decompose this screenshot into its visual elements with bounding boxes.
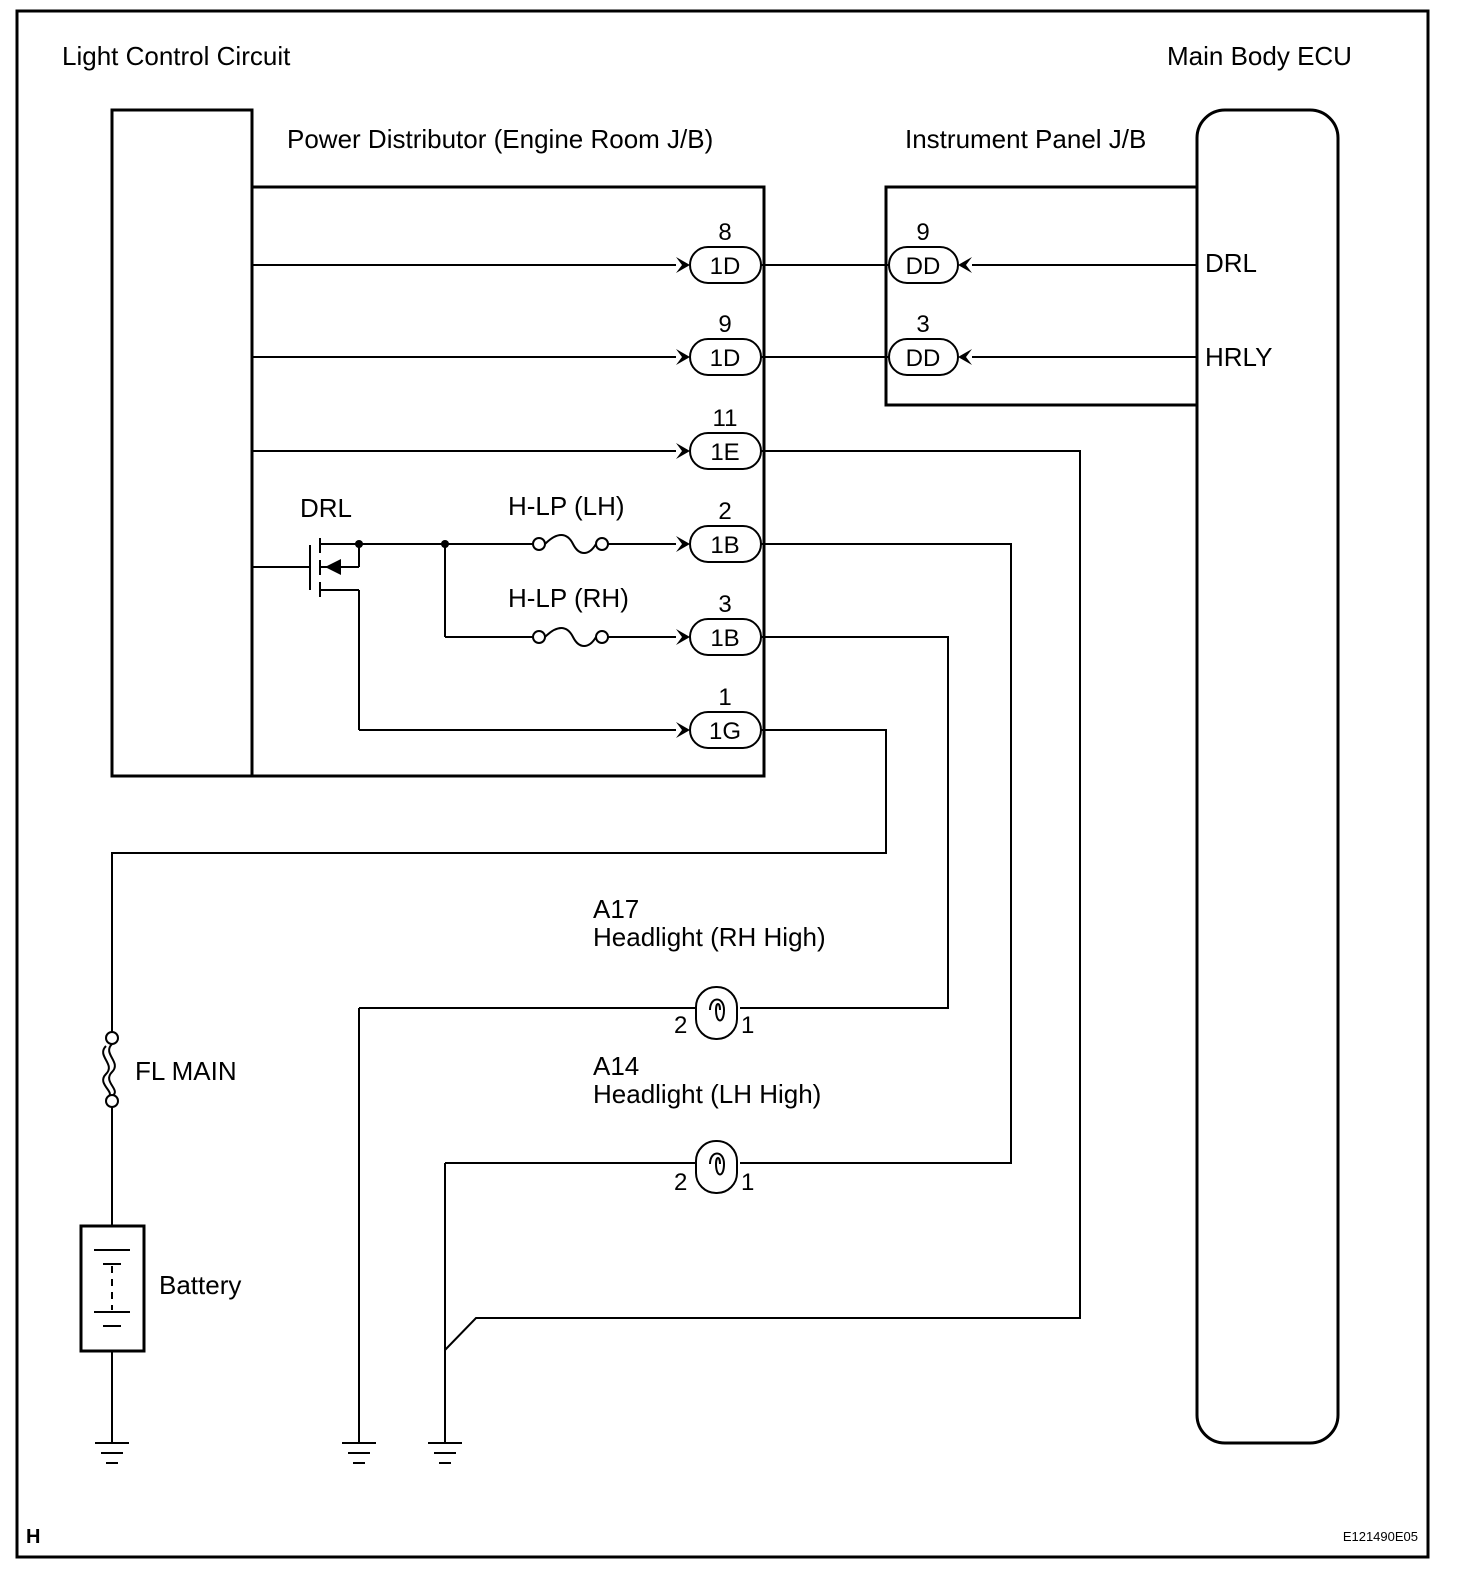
circuit-title: Light Control Circuit	[62, 41, 291, 71]
headlight-lh-filament	[709, 1152, 726, 1176]
ecu-terminal-drl: DRL	[1205, 248, 1257, 278]
pin-number: 1	[718, 684, 731, 711]
main-body-ecu-box	[1195, 108, 1340, 1445]
pd-connector: 1B 2	[676, 498, 762, 563]
connector-name: 1B	[710, 625, 739, 652]
headlight-rh-code: A17	[593, 894, 639, 924]
power-distributor-label: Power Distributor (Engine Room J/B)	[287, 124, 713, 154]
fl-main-terminal	[105, 1031, 119, 1045]
connector-name: 1D	[710, 253, 741, 280]
pin-number: 2	[674, 1012, 687, 1039]
ip-connector: DD 3	[888, 311, 972, 376]
ground-symbol	[428, 1442, 462, 1464]
fuse-lh-label: H-LP (LH)	[508, 491, 625, 521]
pin-number: 11	[713, 405, 738, 432]
pin-number: 1	[741, 1169, 754, 1196]
power-distributor-box	[252, 185, 766, 778]
fuse-lh-element	[544, 534, 597, 554]
connector-name: 1E	[710, 439, 739, 466]
pin-number: 3	[916, 311, 929, 338]
fl-main-link	[108, 1043, 116, 1097]
corner-letter: H	[26, 1526, 40, 1548]
light-control-block	[110, 108, 254, 778]
fl-main-label: FL MAIN	[135, 1056, 237, 1086]
fl-main-link	[102, 1045, 111, 1098]
fuse-lh-terminal	[532, 537, 546, 551]
fuse-rh-terminal	[595, 630, 609, 644]
pin-number: 9	[718, 311, 731, 338]
pin-number: 3	[718, 591, 731, 618]
ip-connector: DD 9	[888, 219, 972, 284]
pin-number: 2	[674, 1169, 687, 1196]
diagram-frame	[15, 9, 1430, 1559]
battery-symbol	[79, 1224, 146, 1353]
pin-number: 2	[718, 498, 731, 525]
pin-number: 1	[741, 1012, 754, 1039]
wire-1G-fl-main	[111, 729, 887, 1032]
instrument-panel-label: Instrument Panel J/B	[905, 124, 1146, 154]
wire-1E-ground	[444, 450, 1081, 1351]
pd-connector: 1B 3	[676, 591, 762, 656]
fuse-rh-terminal	[532, 630, 546, 644]
pin-number: 8	[718, 219, 731, 246]
connector-name: DD	[906, 345, 941, 372]
connector-name: 1B	[710, 532, 739, 559]
pd-connector: 1D 9	[676, 311, 762, 376]
headlight-rh-filament	[709, 998, 726, 1022]
junction-dot	[355, 540, 363, 548]
drl-relay-label: DRL	[300, 493, 352, 523]
headlight-rh-name: Headlight (RH High)	[593, 922, 826, 952]
battery-label: Battery	[159, 1270, 241, 1300]
fl-main-terminal	[105, 1094, 119, 1108]
ecu-terminal-hrly: HRLY	[1205, 342, 1272, 372]
drl-arrow	[325, 559, 341, 575]
connector-name: 1D	[710, 345, 741, 372]
fuse-rh-label: H-LP (RH)	[508, 583, 629, 613]
pin-number: 9	[916, 219, 929, 246]
connector-name: DD	[906, 253, 941, 280]
ground-symbol	[342, 1442, 376, 1464]
fuse-rh-element	[544, 627, 597, 647]
pd-connector: 1E 11	[676, 405, 762, 470]
connector-name: 1G	[709, 718, 741, 745]
headlight-lh-code: A14	[593, 1051, 639, 1081]
wire-1B-rh-headlight	[740, 636, 949, 1009]
ground-symbol	[95, 1442, 129, 1464]
headlight-lh-name: Headlight (LH High)	[593, 1079, 821, 1109]
pd-connector: 1G 1	[676, 684, 762, 749]
pd-connector: 1D 8	[676, 219, 762, 284]
figure-code: E121490E05	[1343, 1529, 1418, 1544]
ecu-title: Main Body ECU	[1167, 41, 1352, 71]
wire-1B-lh-headlight	[740, 543, 1012, 1164]
fuse-lh-terminal	[595, 537, 609, 551]
